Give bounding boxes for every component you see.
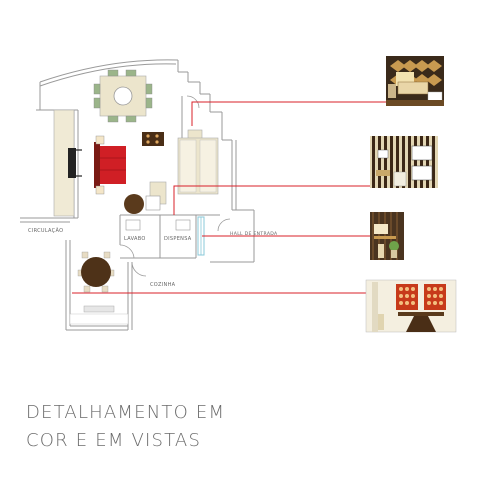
plan-walls — [20, 59, 255, 331]
kitchen-counter-bottom — [69, 313, 129, 325]
title-line-2: COR E EM VISTAS — [26, 430, 202, 451]
red-sofa — [94, 135, 126, 195]
elevation-view-4 — [365, 279, 457, 333]
elevation-view-2 — [370, 136, 438, 188]
lavabo-sink — [125, 219, 141, 231]
label-hall: HALL DE ENTRADA — [230, 231, 278, 237]
dining-table-round — [93, 69, 153, 123]
coffee-table — [142, 132, 164, 146]
label-dispensa: DISPENSA — [164, 236, 192, 242]
side-table-round — [124, 194, 144, 214]
door-arcs — [119, 95, 231, 277]
kitchen-counter — [83, 305, 115, 313]
leader-2 — [173, 185, 370, 215]
label-circulacao: CIRCULAÇÃO — [28, 227, 63, 234]
title-line-1: DETALHAMENTO EM — [26, 402, 226, 423]
elevation-view-1 — [386, 56, 444, 106]
leader-1 — [191, 101, 386, 126]
leader-lines — [72, 101, 386, 294]
tv-unit — [68, 148, 76, 178]
dispensa-shelf — [175, 219, 191, 231]
kitchen-table — [77, 251, 115, 293]
label-lavabo: LAVABO — [124, 236, 146, 242]
label-cozinha: COZINHA — [150, 282, 176, 288]
elevation-view-3 — [370, 212, 404, 260]
